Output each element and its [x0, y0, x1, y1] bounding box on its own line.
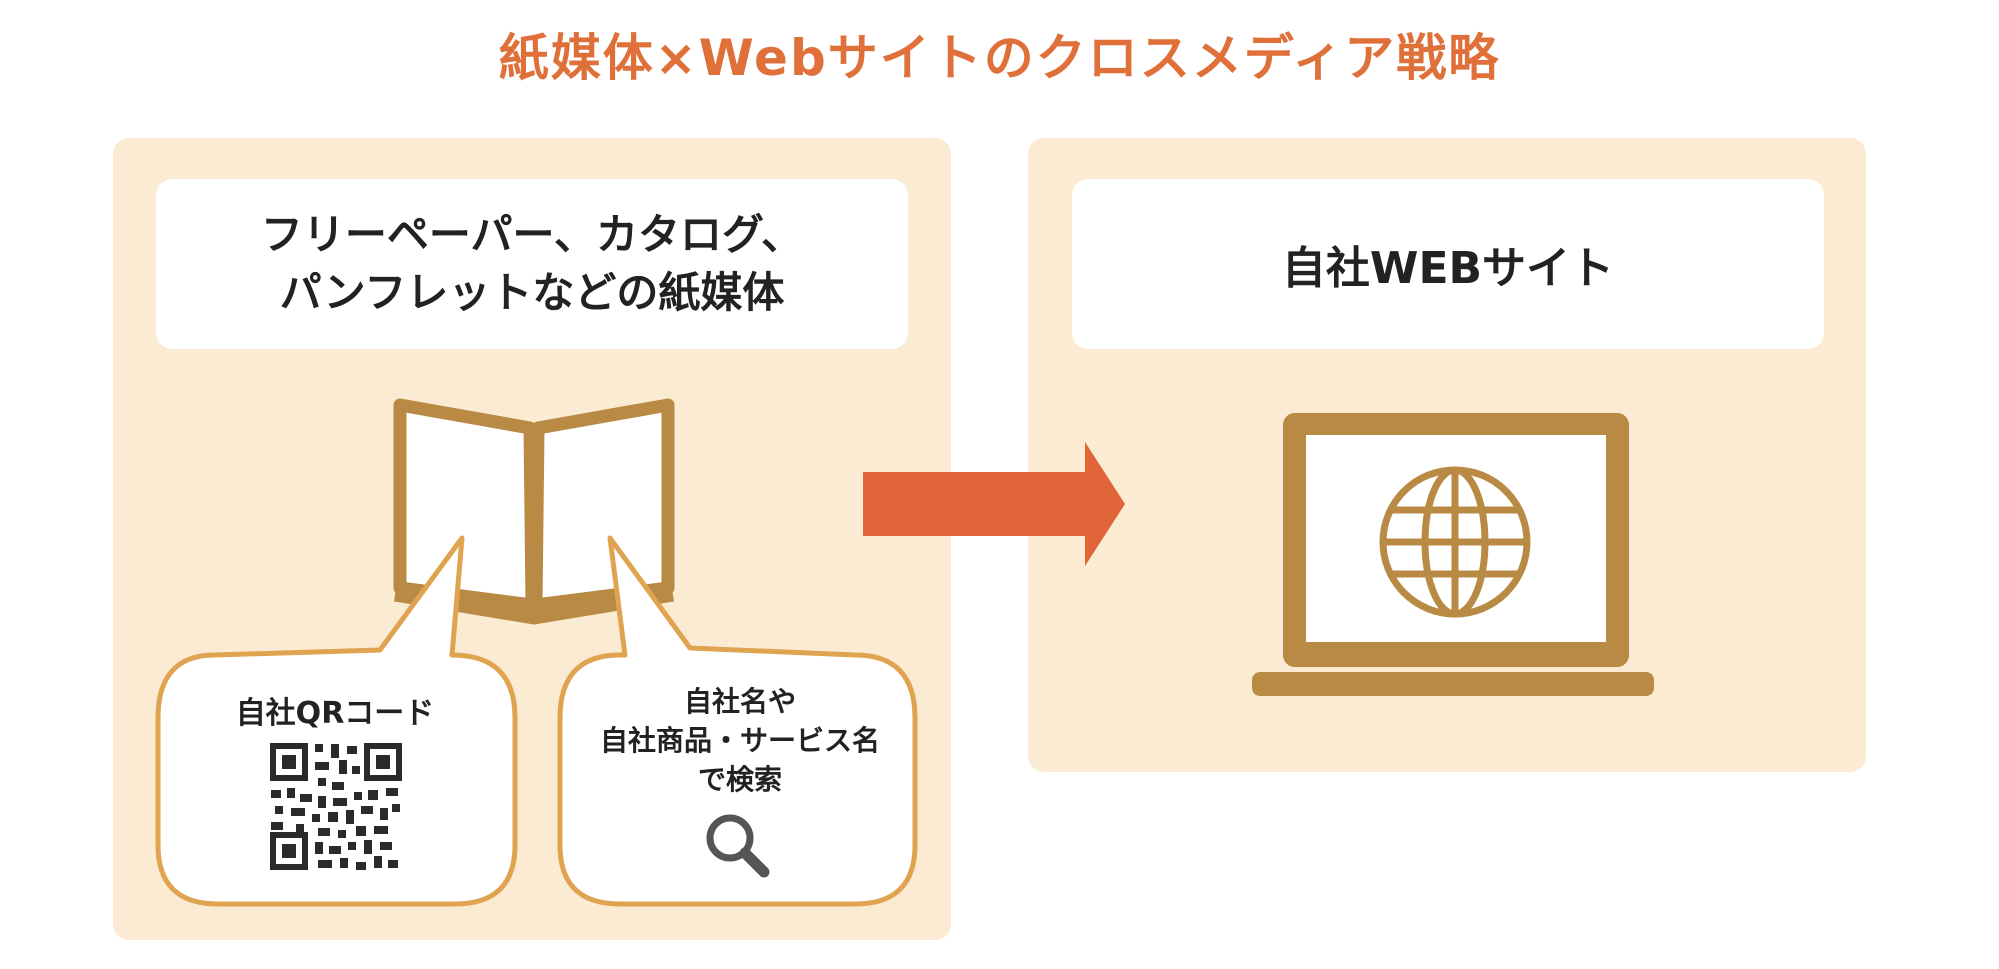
print-media-label-line-2: パンフレットなどの紙媒体 [279, 268, 785, 317]
right-arrow-icon [863, 442, 1125, 566]
website-label-box: 自社WEBサイト [1072, 179, 1824, 349]
search-bubble-line-3: で検索 [697, 763, 782, 796]
laptop-globe-icon [1252, 413, 1654, 696]
page-title: 紙媒体×Webサイトのクロスメディア戦略 [498, 29, 1501, 87]
qr-code-icon [270, 743, 402, 870]
search-bubble-line-2: 自社商品・サービス名 [599, 724, 880, 757]
print-media-label-line-1: フリーペーパー、カタログ、 [260, 210, 804, 259]
qr-bubble-label: 自社QRコード [235, 696, 435, 731]
search-speech-bubble [557, 535, 918, 907]
website-label: 自社WEBサイト [1281, 243, 1615, 294]
print-media-label-box: フリーペーパー、カタログ、 パンフレットなどの紙媒体 [156, 179, 908, 349]
qr-speech-bubble [155, 535, 518, 907]
magnifier-icon [706, 814, 770, 878]
search-bubble-line-1: 自社名や [683, 685, 796, 718]
search-bubble-text: 自社名や 自社商品・サービス名 で検索 [565, 682, 915, 799]
